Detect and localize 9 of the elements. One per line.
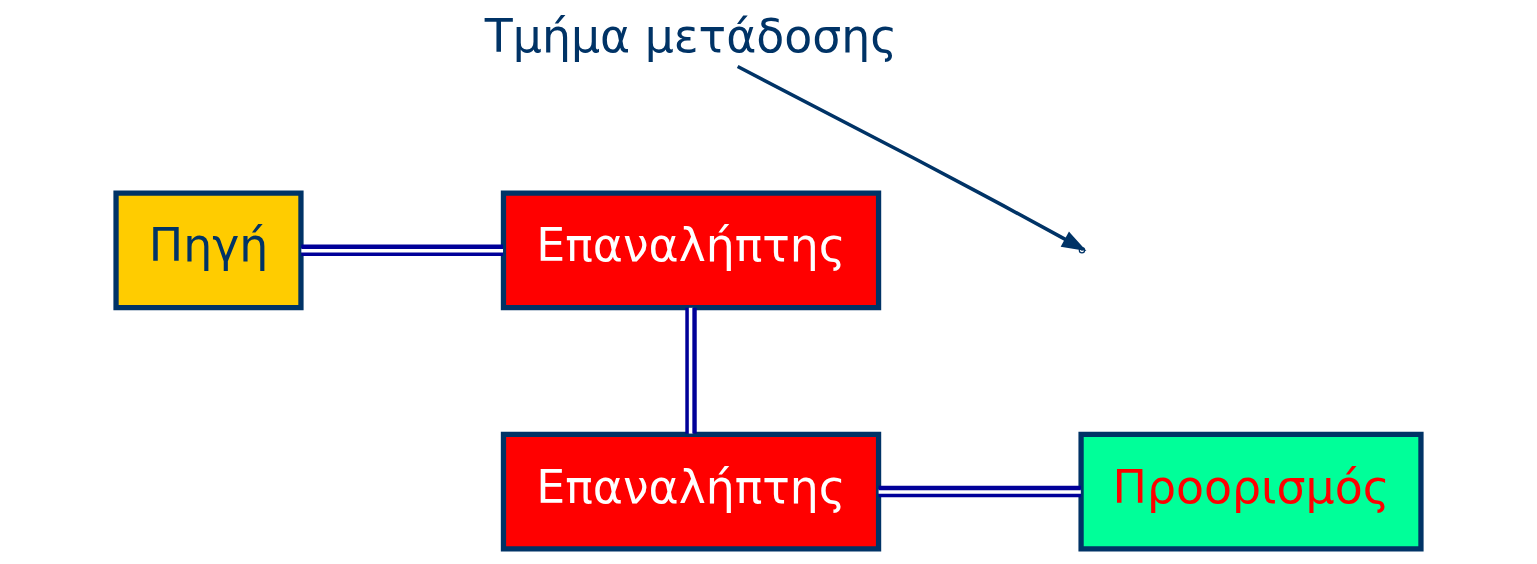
arrow: [736, 64, 1087, 251]
connector: [301, 244, 504, 256]
connector: [685, 307, 697, 434]
connector: [878, 485, 1081, 498]
node-box: Πηγή: [113, 190, 304, 311]
node-box: Επαναλήπτης: [500, 190, 882, 311]
node-text: Τμήμα μετάδοσης: [484, 9, 898, 63]
node-box: Επαναλήπτης: [500, 431, 882, 552]
node-box: Προορισμός: [1078, 431, 1424, 552]
